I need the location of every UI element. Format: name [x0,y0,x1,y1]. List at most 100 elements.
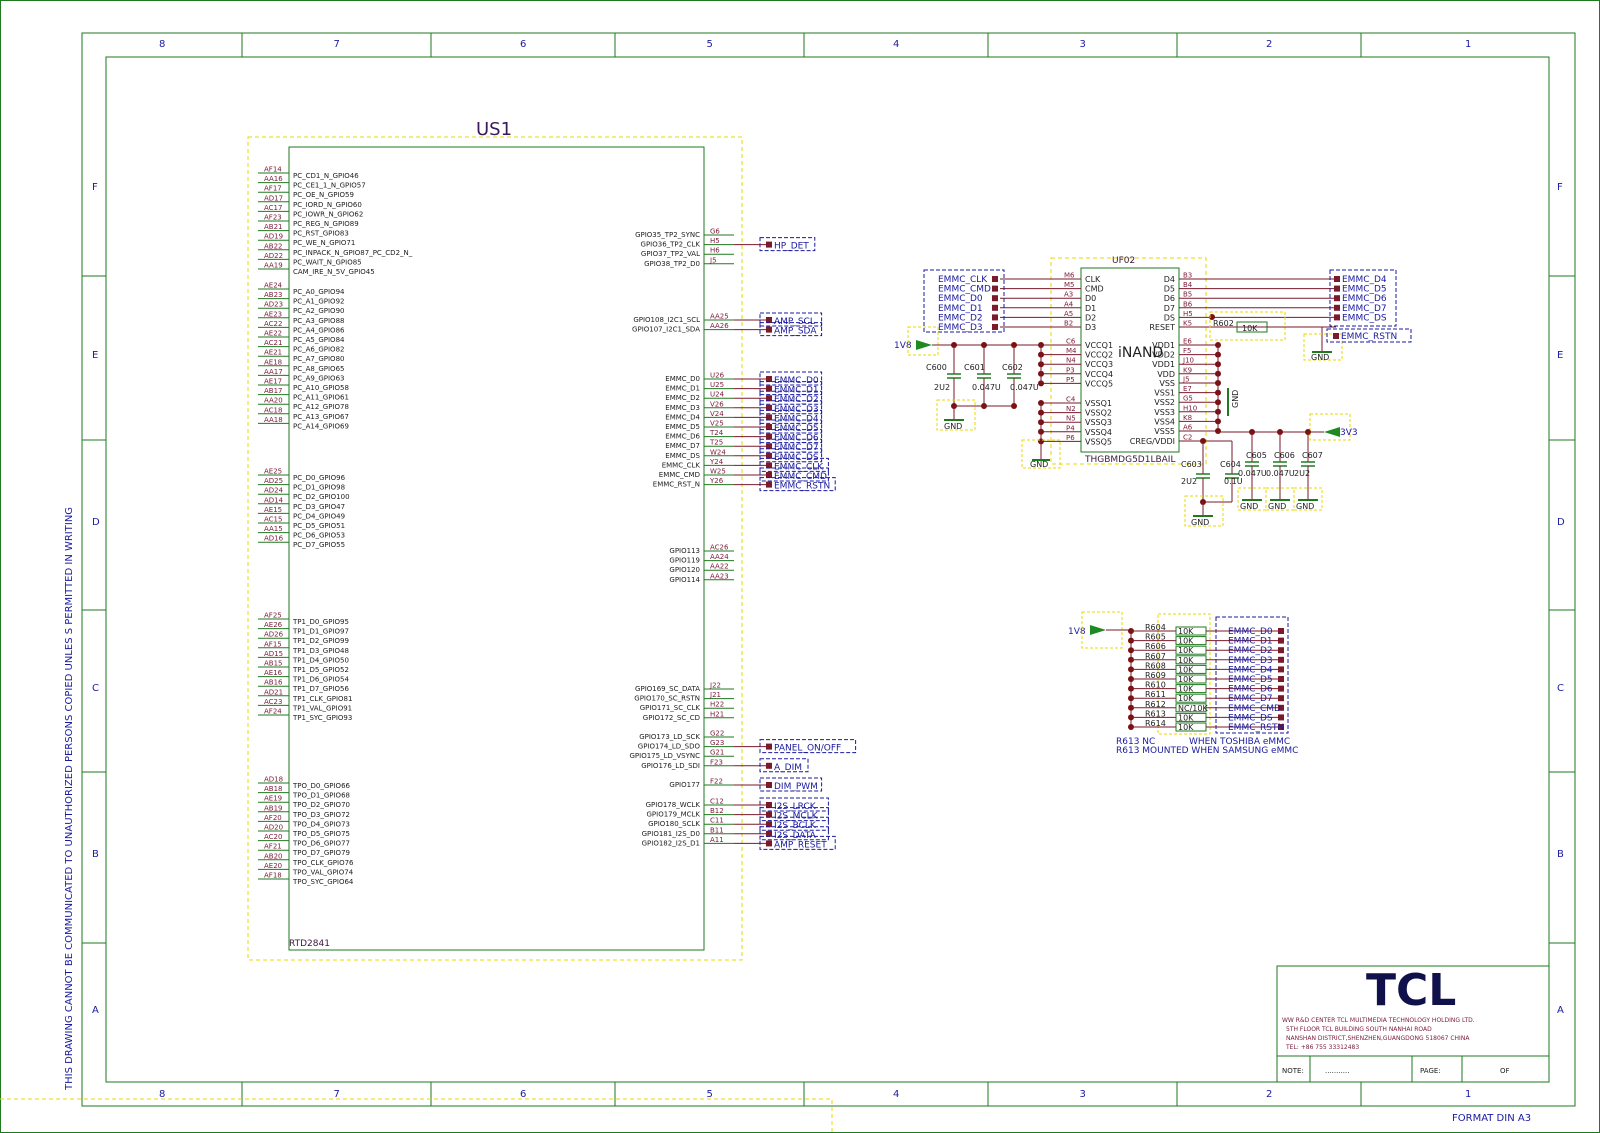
power-flag-3v3 [1324,427,1340,437]
pin-number: T25 [709,439,723,447]
resistor-value: 10K [1178,694,1194,703]
cap-value: 2U2 [1181,477,1197,486]
pin-number: AA25 [710,313,729,321]
pin-number: B5 [1183,291,1192,299]
pin-name: PC_WAIT_N_GPIO85 [293,258,362,266]
net-port [766,241,772,248]
net-label: EMMC_D7 [1228,694,1273,704]
cap-ref: C604 [1220,460,1241,469]
net-port [766,443,772,450]
net-label: EMMC_D0 [938,294,983,304]
pin-name: VSSQ5 [1085,437,1112,446]
net-label-box [759,448,823,463]
pin-name: RESET [1149,323,1175,332]
resistor-ref: R606 [1145,642,1166,651]
resistor-ref: R608 [1145,661,1166,670]
pin-name: PC_A11_GPIO61 [293,394,349,402]
pin-number: J5 [1182,376,1190,384]
net-port [766,830,772,837]
net-label-box [759,409,823,424]
pin-number: AE15 [264,506,282,514]
pin-name: TP1_D3_GPIO48 [292,647,349,655]
pin-name: PC_A4_GPIO86 [293,326,345,334]
pin-number: AE17 [264,378,282,386]
pin-name: VDD2 [1152,351,1175,360]
net-port [1278,666,1284,673]
pin-number: E7 [1183,385,1192,393]
pin-number: W25 [710,468,726,476]
net-label: I2S_MCLK [774,812,819,822]
pin-number: AE20 [264,862,282,870]
net-port [1333,333,1339,339]
net-label: EMMC_D0 [774,376,819,386]
pin-name: GPIO169_SC_DATA [635,685,700,693]
pin-number: A11 [710,836,724,844]
net-port [766,414,772,421]
pin-number: H5 [1183,310,1193,318]
net-label: EMMC_D4 [1342,275,1387,285]
pin-name: TP1_D4_GPIO50 [292,656,349,664]
net-label: EMMC_D2 [1228,646,1273,656]
pin-name: EMMC_D7 [665,442,700,450]
pin-number: B4 [1183,281,1193,289]
pin-name: PC_INPACK_N_GPIO87_PC_CD2_N_ [293,249,413,257]
pin-name: TPO_D2_GPIO70 [292,801,350,809]
pin-name: PC_A7_GPIO80 [293,355,344,363]
pin-number: AD21 [264,688,283,696]
net-label: EMMC_RSTN [1341,332,1397,342]
pin-name: PC_REG_N_GPIO89 [293,220,359,228]
pin-number: AC15 [264,516,282,524]
format-label: FORMAT DIN A3 [1452,1113,1531,1124]
uf02-label: iNAND [1118,345,1163,361]
pin-number: AF23 [264,214,282,222]
junction [1038,380,1044,387]
net-label: EMMC_D5 [1342,285,1387,295]
zone-row-right: F [1557,182,1563,193]
pin-name: PC_A14_GPIO69 [293,422,349,430]
pin-number: AD19 [264,233,283,241]
pin-name: VSSQ4 [1085,428,1112,437]
net-port [766,782,772,788]
pin-number: J22 [709,682,721,690]
pin-name: TPO_CLK_GPIO76 [292,859,354,867]
pin-number: AB21 [264,223,283,231]
pin-number: AD18 [264,776,283,784]
pin-number: AD15 [264,650,283,658]
pin-name: GPIO173_LD_SCK [639,733,700,741]
net-label-box [759,438,823,453]
zone-col-bottom: 1 [1465,1089,1471,1100]
pin-name: PC_A0_GPIO94 [293,288,345,296]
pin-number: C12 [710,798,724,806]
pin-number: P5 [1066,376,1075,384]
resistor-ref: R613 [1145,709,1166,718]
pin-name: VSSQ2 [1085,409,1112,418]
net-port [766,743,772,750]
address-line-3: NANSHAN DISTRICT,SHENZHEN,GUANGDONG 5180… [1286,1035,1470,1042]
pin-name: D4 [1164,275,1175,284]
pin-name: PC_IOWR_N_GPIO62 [293,210,363,218]
pin-name: VCCQ4 [1085,370,1113,379]
net-port [766,395,772,402]
pin-name: TP1_SYC_GPIO93 [292,714,352,722]
pin-name: GPIO108_I2C1_SCL [633,316,700,324]
pin-name: PC_RST_GPIO83 [293,230,349,238]
pin-name: PC_A13_GPIO67 [293,413,349,421]
zone-row-left: A [92,1005,99,1016]
pin-number: B3 [1183,272,1192,280]
cap-value: 0.047U [1266,469,1295,478]
net-port [1278,704,1284,711]
address-line-2: 5TH FLOOR TCL BUILDING SOUTH NANHAI ROAD [1286,1026,1432,1033]
pin-number: AD24 [264,487,284,495]
cap-value: 0.047U [972,383,1001,392]
cap-value: 2U2 [1294,469,1310,478]
pin-name: VCCQ3 [1085,360,1113,369]
net-label-box [759,419,823,434]
side-note: THIS DRAWING CANNOT BE COMMUNICATED TO U… [64,507,75,1091]
pin-name: TPO_D0_GPIO66 [292,782,351,790]
pin-number: F5 [1183,347,1191,355]
uf02-outline [1050,257,1207,465]
pin-name: TPO_VAL_GPIO74 [292,868,354,876]
pin-number: T24 [709,429,724,437]
pin-number: B6 [1183,300,1193,308]
